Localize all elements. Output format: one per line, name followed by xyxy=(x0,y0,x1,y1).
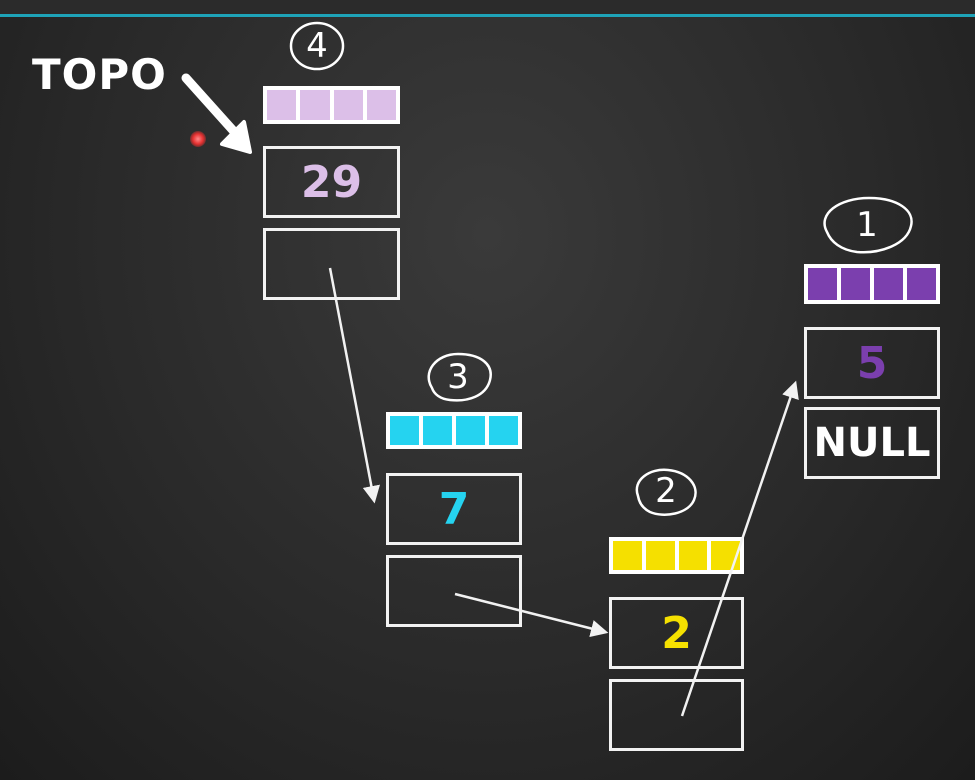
node-number: 4 xyxy=(306,26,328,66)
address-cell xyxy=(711,541,740,570)
node-number-badge: 1 xyxy=(815,192,919,258)
address-cell xyxy=(678,541,708,570)
node-address-bar xyxy=(386,412,522,449)
node-address-bar xyxy=(609,537,744,574)
node-address-bar xyxy=(804,264,940,304)
address-cell xyxy=(366,90,396,120)
address-cell xyxy=(423,416,452,445)
top-label: TOPO xyxy=(32,50,167,99)
node-number: 3 xyxy=(447,357,469,397)
top-pointer-arrow xyxy=(181,73,252,154)
node-number-badge: 2 xyxy=(628,462,704,520)
address-cell xyxy=(333,90,363,120)
node-next-box xyxy=(386,555,522,627)
hand-drawn-circle-icon xyxy=(823,196,913,254)
top-bar xyxy=(0,0,975,14)
address-cell xyxy=(390,416,419,445)
node-next-box xyxy=(609,679,744,751)
node-number-badge: 3 xyxy=(418,348,498,406)
hand-drawn-circle-icon xyxy=(635,468,697,516)
node-value-box: 29 xyxy=(263,146,400,218)
address-cell xyxy=(456,416,485,445)
address-cell xyxy=(489,416,518,445)
node-next-box: NULL xyxy=(804,407,940,479)
link-arrow-3-to-2 xyxy=(454,592,609,638)
address-cell xyxy=(841,268,870,300)
hand-drawn-circle-icon xyxy=(427,352,492,402)
top-accent-line xyxy=(0,14,975,17)
node-value-box: 5 xyxy=(804,327,940,399)
laser-pointer-dot xyxy=(190,131,206,147)
address-cell xyxy=(645,541,675,570)
node-number: 1 xyxy=(856,205,878,245)
hand-drawn-circle-icon xyxy=(289,21,345,71)
node-number-badge: 4 xyxy=(288,20,346,72)
address-cell xyxy=(874,268,903,300)
address-cell xyxy=(267,90,297,120)
address-cell xyxy=(613,541,642,570)
node-number: 2 xyxy=(655,471,677,511)
node-value-box: 2 xyxy=(609,597,744,669)
node-address-bar xyxy=(263,86,400,124)
address-cell xyxy=(300,90,330,120)
address-cell xyxy=(907,268,936,300)
link-arrow-2-to-1 xyxy=(680,380,799,717)
link-arrow-4-to-3 xyxy=(328,267,380,504)
node-value-box: 7 xyxy=(386,473,522,545)
address-cell xyxy=(808,268,837,300)
node-next-box xyxy=(263,228,400,300)
